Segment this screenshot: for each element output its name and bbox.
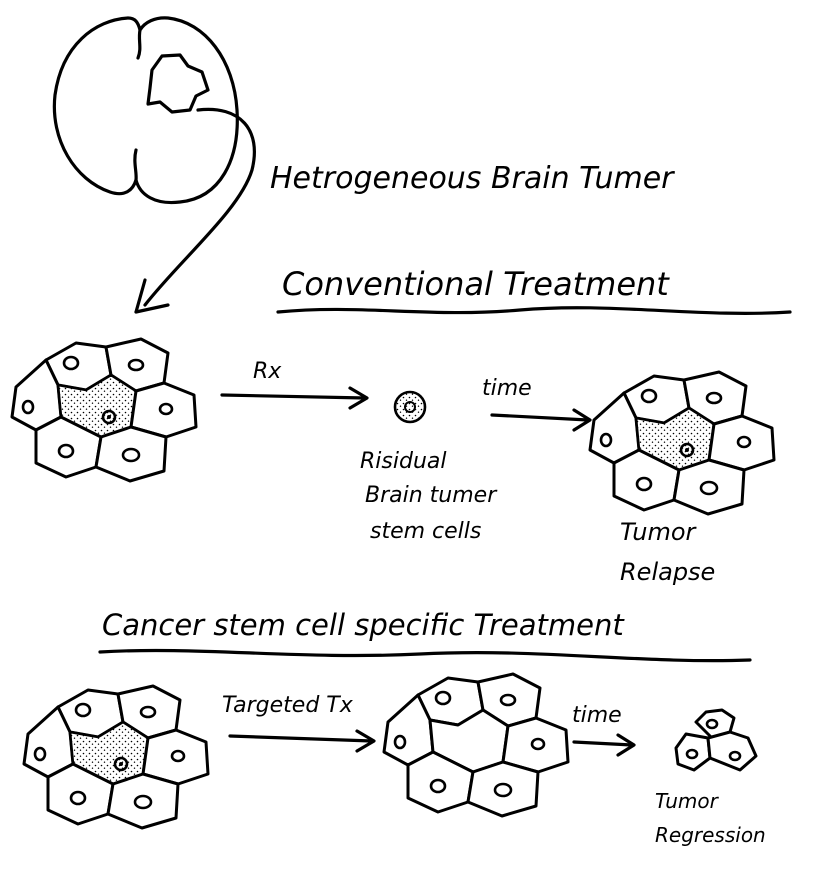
targeted-tx-arrow: [228, 734, 374, 743]
tumor-cluster-relapse: [588, 370, 776, 516]
residual-label-line2: Brain tumer: [365, 483, 498, 508]
regression-label-line2: Regression: [655, 823, 766, 847]
conventional-underline: [276, 306, 792, 315]
tumor-cluster-initial-2: [22, 684, 210, 830]
time-label-2: time: [572, 703, 622, 728]
tumor-cluster-no-stem: [382, 672, 570, 818]
brain-icon: [52, 16, 256, 314]
regression-label-line1: Tumor: [655, 789, 720, 813]
time-arrow-1: [490, 413, 590, 422]
time-label-1: time: [482, 376, 532, 401]
residual-label-line1: Risidual: [360, 449, 446, 474]
conventional-heading: Conventional Treatment: [282, 265, 670, 303]
relapse-label-line1: Tumor: [620, 518, 698, 546]
rx-arrow: [220, 393, 367, 400]
diagram-title: Hetrogeneous Brain Tumer: [270, 161, 675, 196]
tumor-regression-cluster: [674, 708, 758, 772]
specific-heading: Cancer stem cell specific Treatment: [102, 608, 625, 642]
rx-label: Rx: [253, 359, 282, 384]
residual-stem-cell: [393, 390, 427, 424]
tumor-cluster-initial: [10, 337, 198, 483]
residual-label-line3: stem cells: [370, 519, 481, 544]
specific-underline: [98, 648, 752, 663]
targeted-tx-label: Targeted Tx: [222, 693, 354, 718]
time-arrow-2: [572, 740, 634, 747]
relapse-label-line2: Relapse: [620, 558, 715, 586]
tumor-region: [146, 53, 210, 114]
